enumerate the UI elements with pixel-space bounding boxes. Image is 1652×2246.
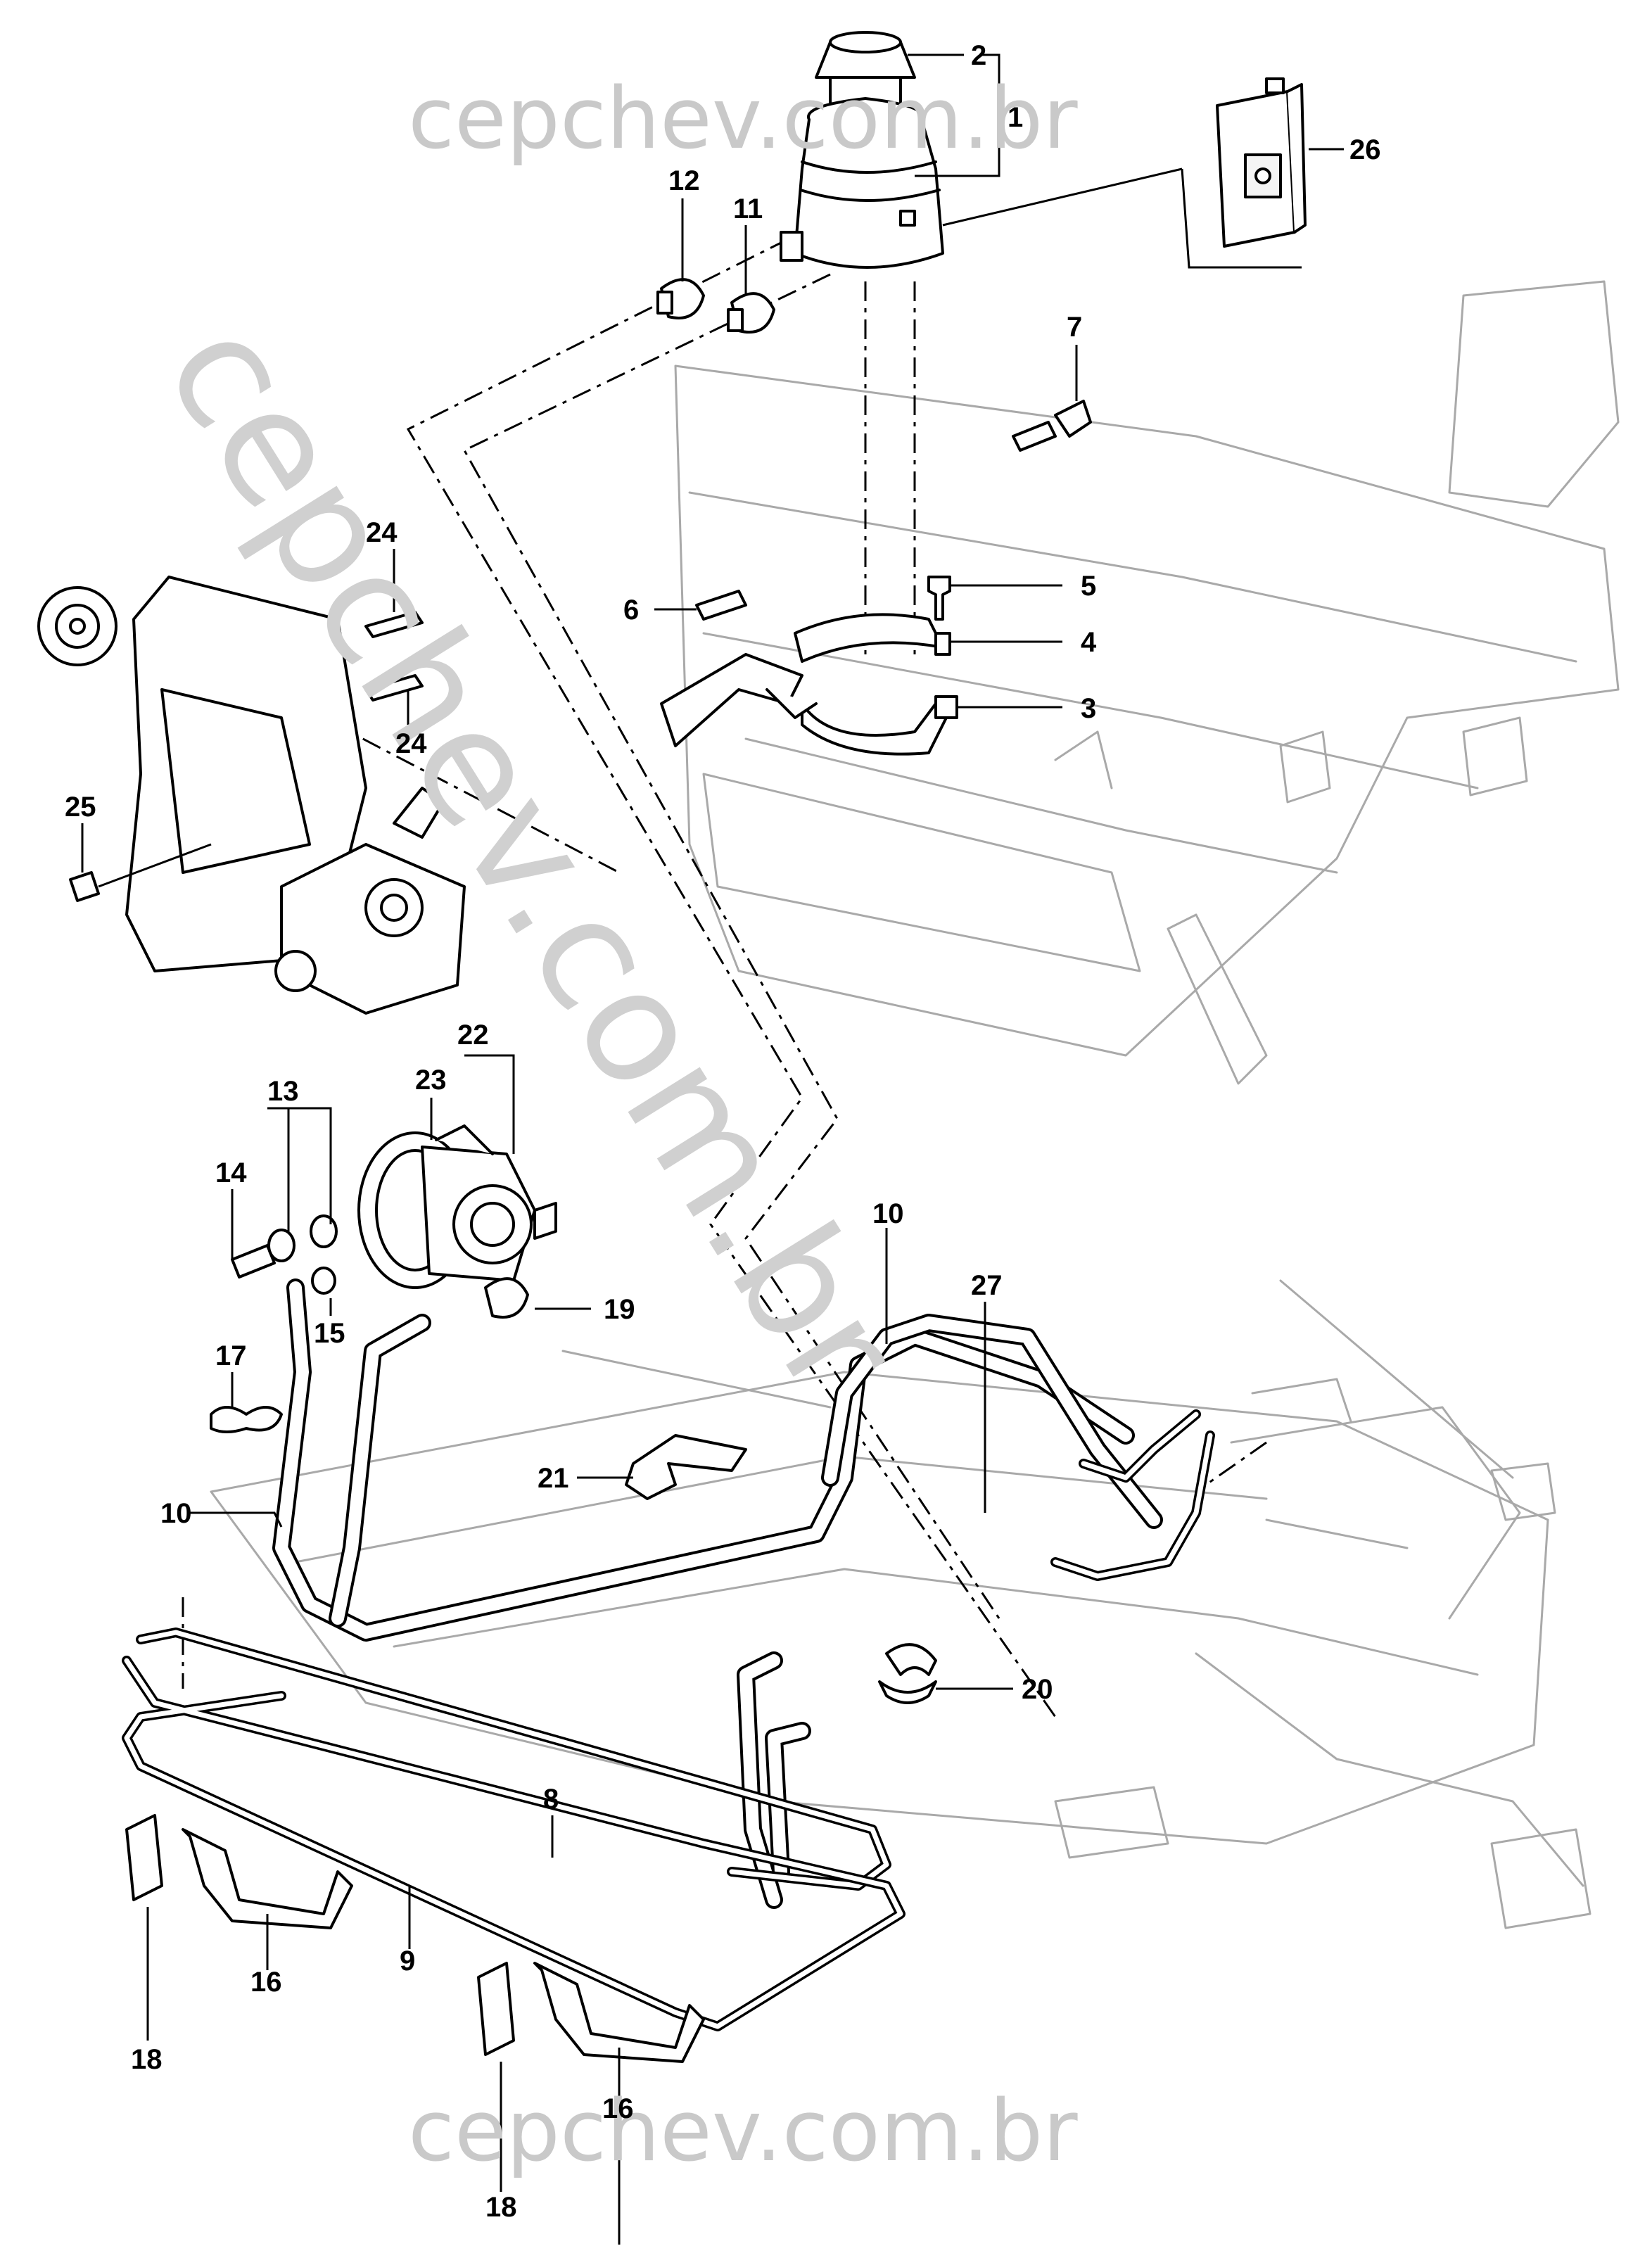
callout-24: 24 <box>366 517 398 548</box>
pipe-brackets <box>125 1814 705 2063</box>
callout-27: 27 <box>971 1270 1003 1301</box>
callout-18b: 18 <box>485 2192 517 2223</box>
callout-9: 9 <box>400 1946 415 1977</box>
callout-16b: 16 <box>602 2093 634 2124</box>
callout-26: 26 <box>1349 134 1381 165</box>
callout-labels: 2 1 26 12 11 7 24 5 6 4 3 24 25 22 23 13… <box>65 40 1381 2223</box>
hose-clamps-11-12 <box>656 278 775 334</box>
callout-18: 18 <box>131 2044 163 2075</box>
leader-lines <box>81 53 1344 2245</box>
callout-10b: 10 <box>160 1498 192 1529</box>
callout-12: 12 <box>668 165 700 196</box>
cooler-pipes <box>122 1409 1215 2031</box>
pump-installed <box>274 787 466 1015</box>
callout-5: 5 <box>1081 571 1096 602</box>
callout-25: 25 <box>65 792 96 823</box>
callout-21: 21 <box>538 1463 569 1494</box>
callout-19: 19 <box>604 1294 635 1325</box>
callout-13: 13 <box>267 1076 299 1107</box>
callout-10: 10 <box>872 1198 904 1229</box>
callout-11: 11 <box>733 193 763 224</box>
callout-14: 14 <box>215 1157 247 1188</box>
callout-8: 8 <box>543 1784 559 1815</box>
watermarks: cepchev.com.br cepchev.com.br cepchev.co… <box>131 70 1078 2181</box>
reservoir-bracket <box>660 400 1092 756</box>
callout-23: 23 <box>415 1065 447 1096</box>
callout-1: 1 <box>1008 102 1023 133</box>
callout-6: 6 <box>623 595 639 626</box>
callout-22: 22 <box>457 1020 489 1051</box>
callout-4: 4 <box>1081 627 1097 658</box>
pump-mounting-bracket <box>37 576 424 972</box>
watermark-bottom: cepchev.com.br <box>408 2083 1078 2181</box>
fluid-container <box>942 77 1307 269</box>
watermark-top: cepchev.com.br <box>408 70 1078 168</box>
callout-3: 3 <box>1081 693 1096 724</box>
callout-24b: 24 <box>395 728 427 759</box>
callout-17: 17 <box>215 1340 247 1371</box>
assembly-path-lines <box>182 238 1267 1718</box>
callout-7: 7 <box>1067 312 1082 343</box>
pressure-hoses <box>272 1279 1163 1909</box>
power-steering-pump <box>357 1124 557 1289</box>
callout-15: 15 <box>314 1318 345 1349</box>
callout-2: 2 <box>971 40 986 71</box>
callout-20: 20 <box>1022 1674 1053 1705</box>
reservoir-assembly <box>780 31 944 269</box>
callout-16: 16 <box>250 1967 282 1998</box>
chassis-ghost-outline <box>210 280 1620 1929</box>
